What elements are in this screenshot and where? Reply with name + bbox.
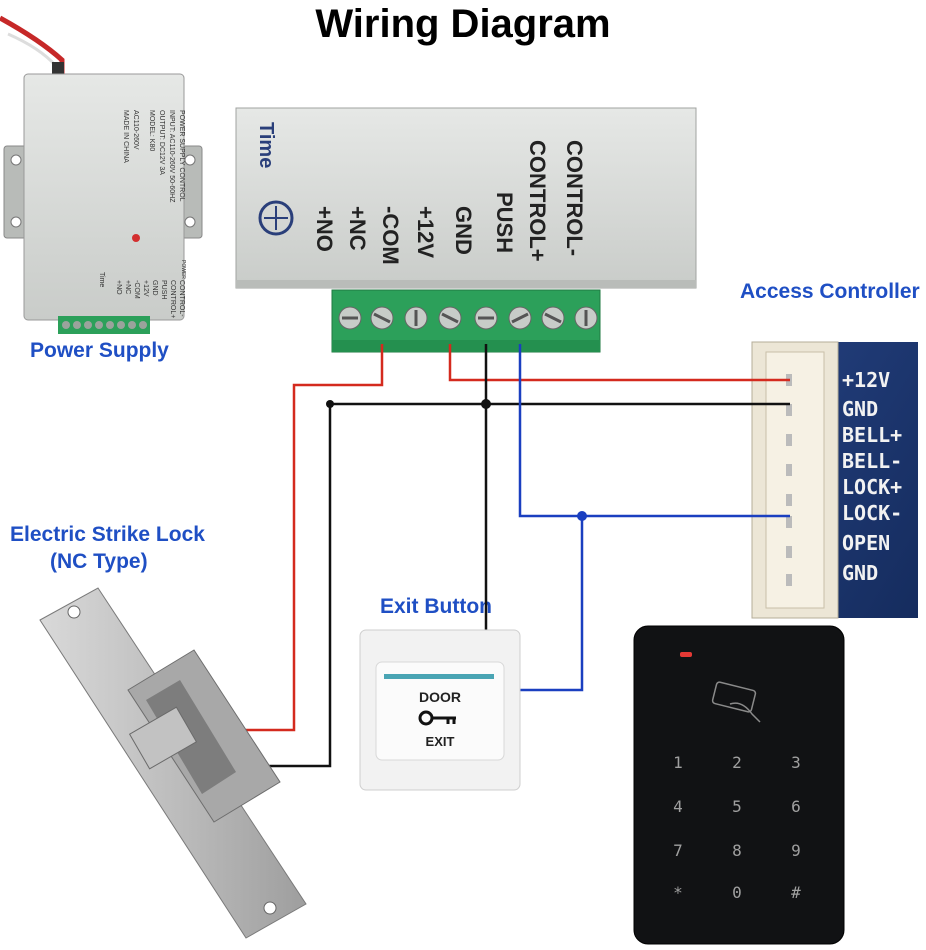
ps-small-ac: AC110-260V bbox=[132, 110, 139, 150]
wire-black-lock bbox=[262, 402, 486, 768]
wire-blue-exit bbox=[520, 516, 584, 692]
pin-label-7: OPEN bbox=[842, 531, 890, 555]
ps-small-term-2: +NC bbox=[124, 280, 131, 294]
pin-label-2: GND bbox=[842, 397, 878, 421]
time-knob-icon bbox=[258, 200, 294, 236]
exit-button-door-text: DOOR bbox=[419, 689, 461, 705]
ps-small-term-4: +12V bbox=[142, 280, 149, 297]
strike-lock-type-label: (NC Type) bbox=[50, 550, 148, 573]
ps-large-term-6: PUSH bbox=[492, 192, 517, 253]
ps-small-model: MODEL: K80 bbox=[148, 110, 155, 151]
ps-small-power-label: POWER bbox=[180, 260, 186, 279]
ps-large-term-2: +NC bbox=[345, 206, 370, 251]
pin-label-8: GND bbox=[842, 561, 878, 585]
ps-small-term-1: +NO bbox=[115, 280, 122, 295]
electric-strike-lock bbox=[39, 587, 307, 939]
wire-junctions bbox=[326, 399, 587, 521]
key-1: 1 bbox=[673, 753, 683, 772]
key-0: 0 bbox=[732, 883, 742, 902]
pin-label-3: BELL+ bbox=[842, 423, 902, 447]
rfid-card-icon bbox=[711, 681, 761, 723]
ps-large-term-7: CONTROL+ bbox=[525, 140, 550, 262]
ps-small-made-in: MADE IN CHINA bbox=[122, 110, 129, 163]
ps-small-term-3: -COM bbox=[133, 280, 140, 299]
keypad-led-icon bbox=[680, 652, 692, 657]
ps-small-term-6: PUSH bbox=[160, 280, 167, 299]
key-hash: # bbox=[791, 883, 801, 902]
ps-large-term-5: GND bbox=[451, 206, 476, 255]
strike-lock-label: Electric Strike Lock bbox=[10, 523, 205, 546]
power-led-icon bbox=[132, 234, 140, 242]
key-7: 7 bbox=[673, 841, 683, 860]
ps-large-term-3: -COM bbox=[378, 206, 403, 265]
ps-small-input: INPUT: AC110-260V 50-60HZ bbox=[168, 110, 175, 203]
power-supply-small: POWER SUPPLY CONTROL INPUT: AC110-260V 5… bbox=[0, 15, 203, 334]
ps-large-time: Time bbox=[255, 122, 277, 168]
ps-large-term-8: CONTROL- bbox=[562, 140, 587, 256]
ps-small-output: OUTPUT: DC12V 3A bbox=[158, 110, 165, 175]
key-6: 6 bbox=[791, 797, 801, 816]
key-8: 8 bbox=[732, 841, 742, 860]
pin-label-4: BELL- bbox=[842, 449, 902, 473]
access-controller-board: +12V GND BELL+ BELL- LOCK+ LOCK- OPEN GN… bbox=[751, 341, 918, 619]
ps-small-time: Time bbox=[98, 272, 105, 287]
access-controller-label: Access Controller bbox=[740, 280, 920, 303]
terminal-screws bbox=[338, 306, 598, 330]
pin-label-6: LOCK- bbox=[842, 501, 902, 525]
key-2: 2 bbox=[732, 753, 742, 772]
pin-label-1: +12V bbox=[842, 368, 890, 392]
wire-red-12v bbox=[448, 344, 790, 382]
ps-small-term-7: CONTROL+ bbox=[169, 280, 176, 318]
wire-black-gnd bbox=[484, 344, 790, 406]
key-5: 5 bbox=[732, 797, 742, 816]
wire-blue-push bbox=[518, 344, 790, 518]
key-3: 3 bbox=[791, 753, 801, 772]
power-supply-label: Power Supply bbox=[30, 339, 169, 362]
pin-label-5: LOCK+ bbox=[842, 475, 902, 499]
key-icon bbox=[418, 710, 456, 726]
keypad-device: 1 2 3 4 5 6 7 8 9 * 0 # bbox=[633, 625, 845, 945]
exit-button-device: DOOR EXIT bbox=[359, 629, 521, 791]
exit-button-exit-text: EXIT bbox=[426, 734, 455, 749]
ps-small-term-8: CONTROL- bbox=[178, 280, 185, 317]
wire-red-lock bbox=[240, 344, 384, 732]
ps-small-header: POWER SUPPLY CONTROL bbox=[178, 110, 185, 202]
exit-button-label: Exit Button bbox=[380, 595, 492, 618]
key-9: 9 bbox=[791, 841, 801, 860]
page-title: Wiring Diagram bbox=[315, 2, 611, 46]
ps-small-term-5: GND bbox=[151, 280, 158, 296]
power-supply-large: Time +NO +NC -COM +12V GND PUSH CONTROL+… bbox=[235, 107, 697, 353]
ps-large-term-1: +NO bbox=[312, 206, 337, 252]
key-4: 4 bbox=[673, 797, 683, 816]
ps-large-term-4: +12V bbox=[413, 206, 438, 258]
wires bbox=[240, 344, 790, 768]
key-star: * bbox=[673, 883, 683, 902]
